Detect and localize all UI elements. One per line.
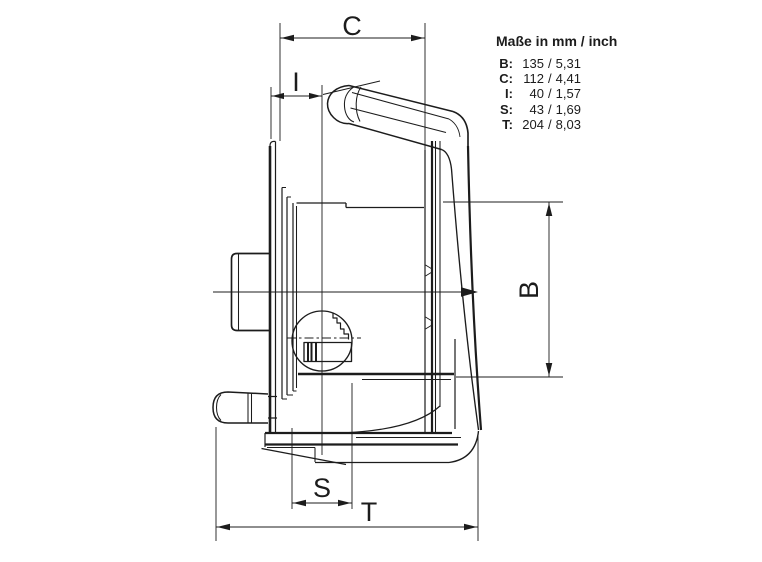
reel-left-flange [268,140,298,432]
handle-grip-cap [326,84,350,125]
legend-inch-i: 1,57 [555,86,581,102]
crank-knob-outline [212,391,269,424]
legend-row-s: S: 43/1,69 [496,102,617,117]
dimension-i: I [270,67,381,139]
base-right-corner [448,430,480,464]
legend-key-b: B: [499,56,513,71]
hub-socket [287,85,361,455]
reel-drum [296,202,454,381]
legend-row-i: I: 40/1,57 [496,86,617,101]
legend-key-t: T: [502,116,513,132]
legend-mm-i: 40 [529,86,544,102]
legend-key-s: S: [500,101,513,117]
dim-b-extension-lines [443,201,563,378]
dim-s-arrow-right-icon [338,499,351,507]
legend-separator: / [548,71,552,87]
grip-cap-arc-2 [355,86,362,122]
stand-front-edge [450,168,480,431]
reel-right-flange-and-stand [339,141,483,434]
handle-corner-outer [452,110,469,147]
dim-t-extension-lines [215,427,479,541]
dim-label-i: I [292,67,300,97]
legend-separator: / [548,101,552,117]
dim-s-arrow-left-icon [293,499,306,507]
legend-row-b: B: 135 /5,31 [496,56,617,71]
legend-row-t: T: 204/8,03 [496,117,617,132]
dim-t-arrow-left-icon [217,523,230,531]
dimension-b: B [443,201,563,378]
axis-center-line [213,287,478,297]
dim-label-t: T [361,497,378,527]
legend-separator: / [548,86,552,102]
handle-corner-inner [441,148,453,170]
dimension-s: S [291,383,353,509]
socket-step-detail [332,312,350,340]
dim-c-extension-lines [279,23,426,150]
legend-title: Maße in mm / inch [496,33,618,49]
handle-corner-mid [448,118,461,138]
stand-back-edge [466,145,483,431]
dim-b-arrow-top-icon [545,203,553,216]
legend-mm-c: 112 [523,71,544,87]
carry-handle [326,84,469,170]
dim-i-arrow-right-icon [309,92,321,100]
flange-top-corner [269,140,276,147]
crank-handle [212,391,277,424]
dim-label-c: C [342,11,362,41]
legend-separator: / [548,56,552,71]
dim-label-b: B [514,281,544,299]
legend-mm-t: 204 [522,116,544,132]
legend-key-c: C: [499,71,513,87]
legend-row-c: C: 112/4,41 [496,71,617,86]
legend-key-i: I: [505,86,513,102]
legend-separator: / [548,116,552,132]
handle-inner-top-line [351,91,450,120]
crank-knob-ring [247,392,253,423]
legend-inch-s: 1,69 [555,101,581,117]
legend-inch-c: 4,41 [555,71,581,87]
legend-mm-b: 135 [522,56,544,71]
socket-block-ribs [307,342,317,362]
dim-b-arrow-bottom-icon [545,363,553,376]
dim-c-arrow-left-icon [281,34,294,42]
flange-bottom-steps [282,390,297,400]
dim-label-s: S [313,473,331,503]
crank-knob-cap-arc [215,394,222,421]
crank-arm-lines [268,395,277,419]
legend-inch-t: 8,03 [555,116,581,132]
legend-mm-s: 43 [529,101,544,117]
base-lip-step [267,446,316,462]
dim-c-arrow-right-icon [411,34,424,42]
dimension-t: T [215,427,479,541]
flange-notches [425,264,433,330]
dim-t-arrow-right-icon [464,523,477,531]
dim-i-leader [322,80,381,95]
legend: Maße in mm / inch B:135/5,31 C:112/4,41 … [496,33,617,132]
dimension-c: C [279,11,426,150]
flange-top-steps [282,186,291,198]
grip-cap-arc-1 [343,87,355,123]
legend-inch-b: 5,31 [555,56,581,71]
handle-bottom-edge [348,122,442,151]
dim-s-extension-lines [291,383,353,509]
handle-top-edge [348,84,454,113]
handle-inner-mid-line [350,107,447,134]
socket-block [303,341,353,363]
dim-i-arrow-left-icon [272,92,284,100]
drum-top-edge [296,202,424,209]
base-foot [261,430,480,466]
axis-arrow-icon [461,287,478,297]
